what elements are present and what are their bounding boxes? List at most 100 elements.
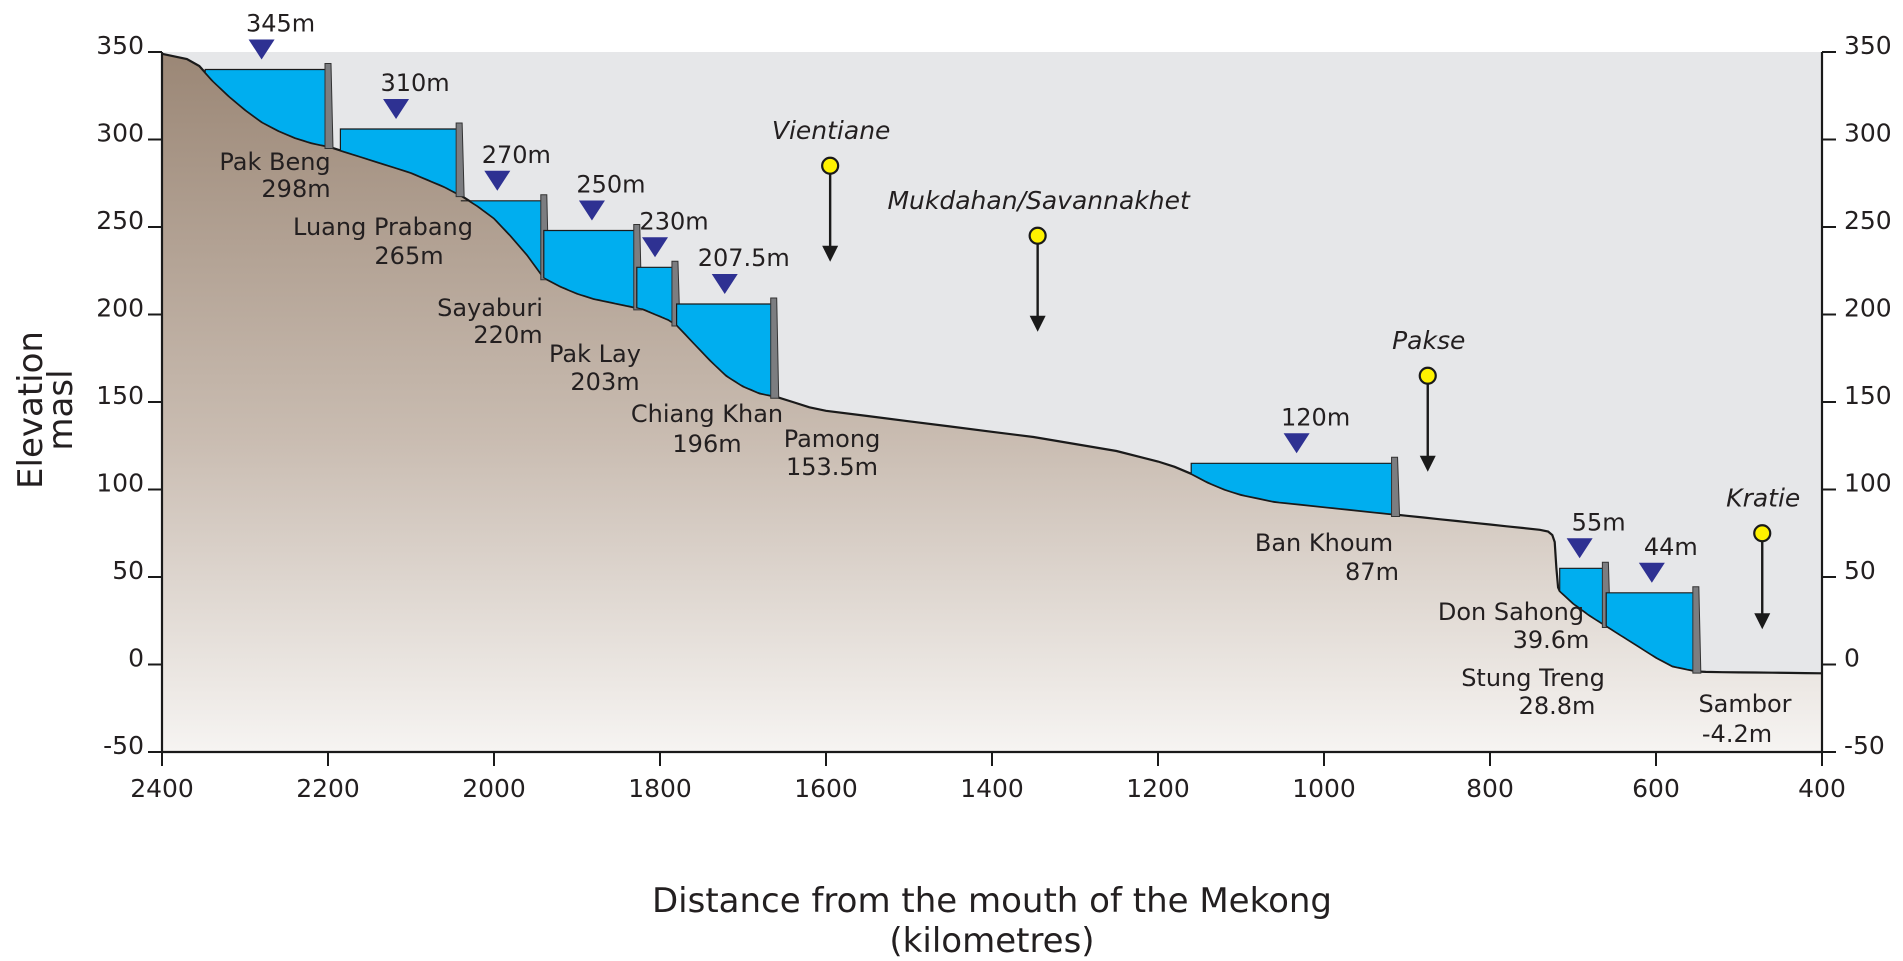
riverbed-fill <box>162 53 1822 753</box>
y-tick-label-right: 0 <box>1844 644 1860 673</box>
y-tick-label-right: 350 <box>1844 31 1892 60</box>
dam-name-label: Pak Lay <box>549 340 641 368</box>
x-tick-label: 2400 <box>130 774 194 803</box>
city-name-label: Pakse <box>1392 326 1465 355</box>
dam-name-label: Pak Beng <box>219 148 330 176</box>
x-tick-label: 2200 <box>296 774 360 803</box>
reservoir-layer: 345m 310m 270m 250m 230m 207.5m 120m 55m 44m <box>204 10 1702 674</box>
y-tick-label-left: 200 <box>96 294 144 323</box>
y-tick-label-left: 0 <box>128 644 144 673</box>
reservoir-water <box>676 303 775 397</box>
dam-wall <box>324 63 334 149</box>
water-level-label: 345m <box>246 10 315 38</box>
y-tick-label-right: 150 <box>1844 381 1892 410</box>
dam-elevation-label: 220m <box>473 321 542 349</box>
x-tick-label: 400 <box>1798 774 1846 803</box>
dam-name-label: Don Sahong <box>1438 598 1584 626</box>
y-tick-label-right: 100 <box>1844 469 1892 498</box>
city-marker-icon <box>1028 226 1047 245</box>
water-level-label: 44m <box>1644 533 1698 561</box>
water-level-marker-icon <box>642 237 669 258</box>
y-axis-title-line-2: masl <box>41 369 81 450</box>
water-level-marker-icon <box>711 274 738 294</box>
y-axis-title-line-1: Elevation <box>11 331 51 489</box>
x-tick-label: 800 <box>1466 774 1514 803</box>
y-tick-label-right: 200 <box>1844 294 1892 323</box>
water-level-marker-icon <box>578 200 605 221</box>
reservoir-water <box>339 128 460 196</box>
city-name-label: Mukdahan/Savannakhet <box>887 186 1191 215</box>
water-level-label: 310m <box>380 69 449 97</box>
x-tick-label: 2000 <box>462 774 526 803</box>
x-tick-label: 1600 <box>794 774 858 803</box>
down-arrow-icon <box>1029 315 1046 332</box>
y-tick-label-left: 50 <box>112 556 144 585</box>
water-level-marker-icon <box>1566 538 1593 559</box>
water-level-marker-icon <box>1283 433 1310 454</box>
water-level-label: 250m <box>576 171 645 199</box>
dam-wall <box>1391 456 1401 517</box>
dam-wall <box>455 122 465 198</box>
water-level-label: 230m <box>639 207 708 235</box>
city-name-label: Kratie <box>1726 483 1800 512</box>
dam-name-label: Pamong <box>784 425 881 453</box>
city-marker-icon <box>821 156 840 175</box>
water-level-marker-icon <box>1638 562 1665 583</box>
y-tick-label-left: 150 <box>96 381 144 410</box>
dam-wall <box>1692 586 1702 674</box>
dam-name-label: Stung Treng <box>1461 664 1605 692</box>
water-level-label: 55m <box>1572 508 1626 536</box>
city-marker-icon <box>1418 366 1437 385</box>
dam-name-label: Luang Prabang <box>293 213 473 241</box>
y-tick-label-right: 300 <box>1844 119 1892 148</box>
city-marker-icon <box>1753 524 1772 543</box>
reservoir-water <box>636 266 676 326</box>
reservoir-water <box>1190 462 1396 516</box>
water-level-marker-icon <box>383 99 410 119</box>
dam-name-label: Sambor <box>1698 690 1791 718</box>
dam-elevation-label: 203m <box>570 368 639 396</box>
dam-elevation-label: 153.5m <box>786 453 878 481</box>
water-level-label: 270m <box>482 141 551 169</box>
dam-elevation-label: 265m <box>374 242 443 270</box>
water-level-label: 120m <box>1281 403 1350 431</box>
dam-name-label: Chiang Khan <box>631 400 783 428</box>
dam-name-label: Sayaburi <box>437 294 543 322</box>
reservoir-water <box>543 229 638 309</box>
x-axis-title-line-1: Distance from the mouth of the Mekong <box>652 881 1332 921</box>
y-tick-label-left: 300 <box>96 119 144 148</box>
x-tick-label: 1000 <box>1292 774 1356 803</box>
y-tick-label-right: -50 <box>1844 731 1885 760</box>
y-tick-label-left: 100 <box>96 469 144 498</box>
dam-elevation-label: 87m <box>1345 558 1399 586</box>
y-tick-label-right: 250 <box>1844 206 1892 235</box>
x-axis-title-line-2: (kilometres) <box>889 921 1094 961</box>
down-arrow-icon <box>822 245 839 262</box>
x-tick-label: 600 <box>1632 774 1680 803</box>
y-tick-label-right: 50 <box>1844 556 1876 585</box>
y-tick-label-left: 250 <box>96 206 144 235</box>
water-level-marker-icon <box>248 39 275 60</box>
dam-elevation-label: 196m <box>672 430 741 458</box>
x-tick-label: 1800 <box>628 774 692 803</box>
x-tick-label: 1400 <box>960 774 1024 803</box>
dam-elevation-label: 28.8m <box>1519 692 1596 720</box>
water-level-label: 207.5m <box>698 244 790 272</box>
water-level-marker-icon <box>484 170 511 191</box>
down-arrow-icon <box>1754 613 1771 630</box>
dam-elevation-label: -4.2m <box>1702 720 1772 748</box>
dam-name-label: Ban Khoum <box>1255 529 1393 557</box>
y-tick-label-left: 350 <box>96 31 144 60</box>
dam-elevation-label: 298m <box>261 175 330 203</box>
y-tick-label-left: -50 <box>103 731 144 760</box>
reservoir-water <box>1605 592 1697 672</box>
dam-elevation-label: 39.6m <box>1513 626 1590 654</box>
reservoir-water <box>204 68 329 148</box>
reservoir-water <box>1559 567 1606 627</box>
city-name-label: Vientiane <box>772 116 891 145</box>
down-arrow-icon <box>1419 455 1436 472</box>
dam-wall <box>770 297 780 399</box>
